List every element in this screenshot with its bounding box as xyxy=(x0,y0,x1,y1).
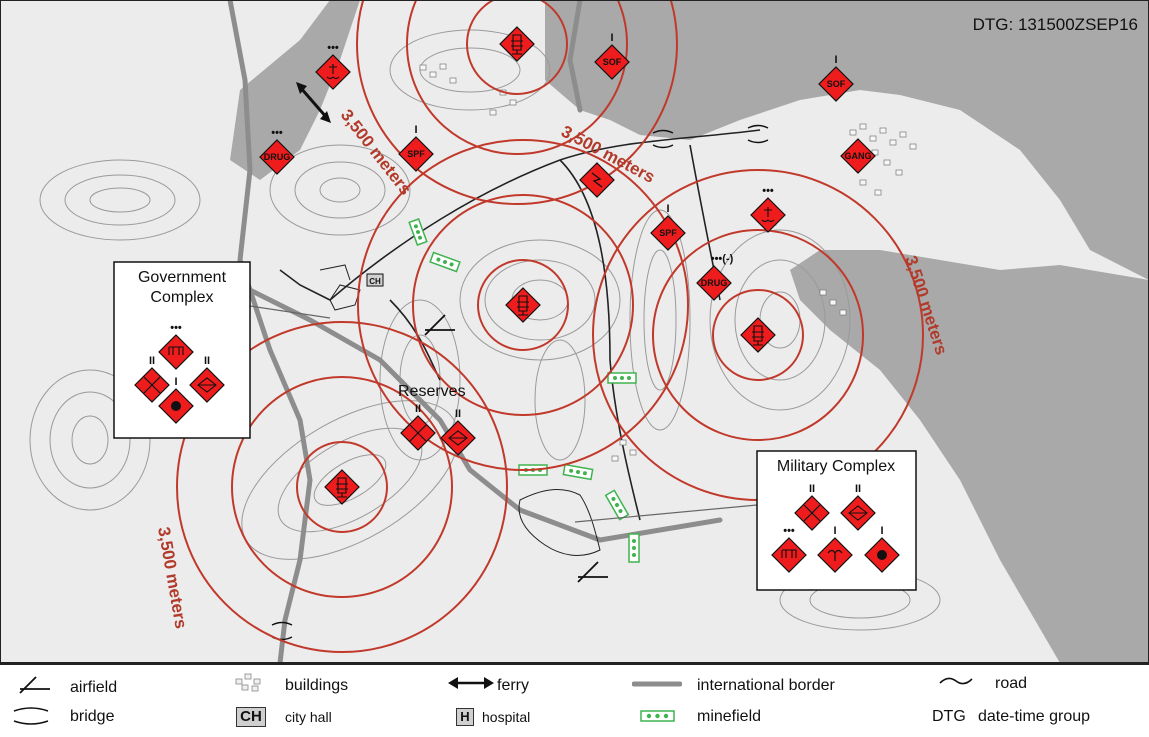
svg-text:II: II xyxy=(415,403,421,415)
international-border xyxy=(227,0,723,663)
city-hall-marker: CH xyxy=(366,273,384,287)
legend-bridge-label: bridge xyxy=(70,708,115,725)
legend-border-label: international border xyxy=(697,677,835,694)
legend-road-label: road xyxy=(995,675,1028,692)
missile-site-east xyxy=(740,317,776,353)
svg-text:SOF: SOF xyxy=(603,57,622,67)
svg-text:•••: ••• xyxy=(271,127,283,139)
legend-city-hall-label: city hall xyxy=(285,709,332,725)
maritime-unit-east: ••• xyxy=(750,185,786,233)
svg-text:DRUG: DRUG xyxy=(264,152,291,162)
city-hall-label: CH xyxy=(369,277,381,286)
drug-cartel-west: ••• DRUG xyxy=(259,127,295,175)
svg-text:I: I xyxy=(666,203,669,215)
reserves-infantry-unit: II xyxy=(400,403,436,451)
svg-text:•••(-): •••(-) xyxy=(711,253,734,265)
government-title-line2: Complex xyxy=(150,289,213,306)
svg-text:I: I xyxy=(833,525,836,537)
missile-site-center xyxy=(505,287,541,323)
svg-text:•••: ••• xyxy=(327,42,339,54)
svg-text:I: I xyxy=(414,124,417,136)
military-title: Military Complex xyxy=(777,458,895,475)
government-complex-callout: Government Complex ••• II II I xyxy=(113,261,251,439)
svg-text:•••: ••• xyxy=(762,185,774,197)
legend-hospital-label: hospital xyxy=(482,709,531,725)
range-rings xyxy=(176,0,924,653)
bridge-icon xyxy=(13,707,49,725)
water-body-east xyxy=(790,250,1149,663)
military-complex-callout: Military Complex II II ••• I xyxy=(756,450,917,591)
threat-symbols: ••• ••• ••• DRUG •••(-) DRUG xyxy=(259,26,876,505)
dtg-stamp: DTG: 131500ZSEP16 xyxy=(973,15,1138,34)
svg-text:I: I xyxy=(174,376,177,388)
reserves-label: Reserves xyxy=(398,383,466,400)
svg-text:GANG: GANG xyxy=(845,151,872,161)
maritime-unit-northwest: ••• xyxy=(315,42,351,90)
airfield-symbols xyxy=(424,314,608,583)
legend-airfield-label: airfield xyxy=(70,679,118,696)
minefield-icon xyxy=(640,710,675,722)
international-border-icon xyxy=(632,681,682,687)
svg-text:SPF: SPF xyxy=(407,149,425,159)
svg-text:II: II xyxy=(149,355,155,367)
svg-text:SPF: SPF xyxy=(659,228,677,238)
missile-site-north xyxy=(499,26,535,62)
ferry-icon xyxy=(448,677,494,689)
electronic-warfare-unit xyxy=(579,162,615,198)
svg-text:II: II xyxy=(455,408,461,420)
svg-text:•••: ••• xyxy=(783,525,795,537)
svg-text:I: I xyxy=(880,525,883,537)
water-inlet-northwest xyxy=(230,0,360,180)
svg-text:I: I xyxy=(610,32,613,44)
missile-site-southwest xyxy=(324,469,360,505)
military-leader-line xyxy=(574,504,758,523)
svg-text:DRUG: DRUG xyxy=(701,278,728,288)
reserves-armor-unit: II xyxy=(440,408,476,456)
map-legend: airfield bridge buildings CH city hall f… xyxy=(0,663,1149,737)
operational-map: CH 3,500 meters 3,500 meters 3,500 meter… xyxy=(0,0,1149,663)
road-icon xyxy=(939,677,973,685)
drug-cartel-east: •••(-) DRUG xyxy=(696,253,734,301)
legend-minefield-label: minefield xyxy=(697,708,762,725)
town-military-area xyxy=(518,489,601,556)
svg-text:I: I xyxy=(834,54,837,66)
gang-unit: GANG xyxy=(840,138,876,174)
svg-text:II: II xyxy=(809,483,815,495)
spf-unit-north: I SPF xyxy=(398,124,434,172)
city-hall-icon: CH xyxy=(236,707,266,727)
water-body xyxy=(545,0,1149,280)
government-leader-line xyxy=(249,305,331,319)
spf-unit-east: I SPF xyxy=(650,203,686,251)
airfield-icon xyxy=(19,676,50,694)
buildings-icon xyxy=(235,673,261,692)
government-title-line1: Government xyxy=(138,269,227,286)
svg-text:II: II xyxy=(855,483,861,495)
svg-text:II: II xyxy=(204,355,210,367)
ferry-route xyxy=(296,82,331,123)
svg-text:SOF: SOF xyxy=(827,79,846,89)
dtg-icon: DTG xyxy=(932,708,966,725)
legend-buildings-label: buildings xyxy=(285,677,349,694)
legend-ferry-label: ferry xyxy=(497,677,529,694)
sof-unit-north: I SOF xyxy=(594,32,630,80)
hospital-icon: H xyxy=(456,708,474,726)
sof-unit-northeast: I SOF xyxy=(818,54,854,102)
svg-text:•••: ••• xyxy=(170,322,182,334)
legend-dtg-label: date-time group xyxy=(978,708,1091,725)
